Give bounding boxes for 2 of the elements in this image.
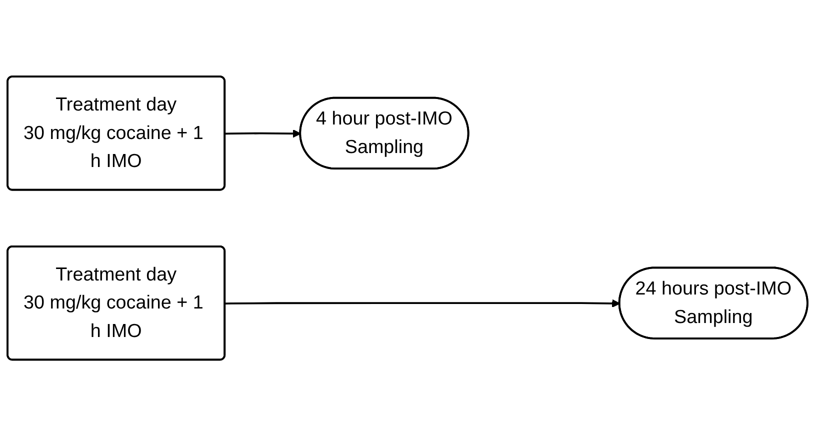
- arrow: [225, 130, 301, 138]
- arrow: [225, 300, 620, 308]
